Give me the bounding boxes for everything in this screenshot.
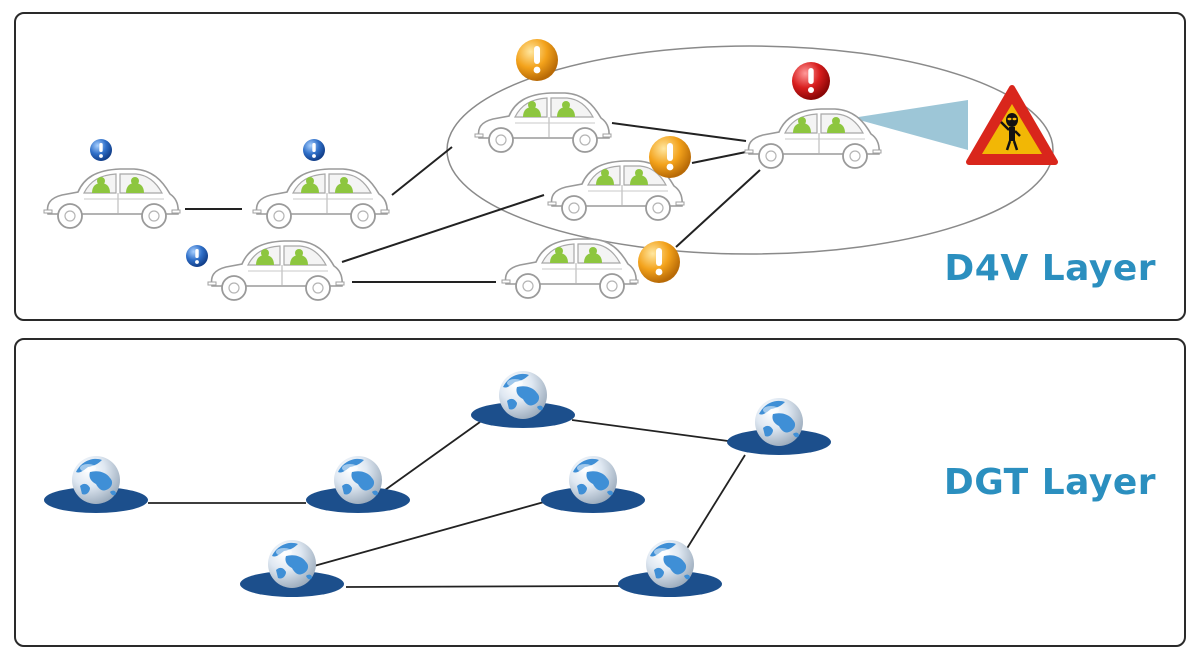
dgt-layer-label: DGT Layer bbox=[943, 462, 1156, 503]
exclamation-icon bbox=[792, 62, 830, 100]
detection-beam bbox=[852, 100, 968, 150]
car-icon bbox=[474, 92, 612, 153]
car-icon bbox=[207, 240, 345, 301]
exclamation-icon bbox=[186, 245, 208, 267]
car-icon bbox=[252, 168, 390, 229]
vehicle-links bbox=[185, 122, 761, 283]
globe-node-icon bbox=[471, 371, 575, 428]
alien-warning-sign-icon bbox=[966, 85, 1058, 165]
globe-node-icon bbox=[618, 540, 722, 597]
globe-node-icon bbox=[240, 540, 344, 597]
exclamation-icon bbox=[90, 139, 112, 161]
exclamation-icon bbox=[638, 241, 680, 283]
exclamation-icon bbox=[516, 39, 558, 81]
globe-node-icon bbox=[727, 398, 831, 455]
globe-node-icon bbox=[541, 456, 645, 513]
car-icon bbox=[501, 238, 639, 299]
node-links bbox=[148, 419, 746, 588]
car-icon bbox=[43, 168, 181, 229]
exclamation-icon bbox=[649, 136, 691, 178]
d4v-layer-label: D4V Layer bbox=[944, 248, 1156, 289]
globe-node-icon bbox=[44, 456, 148, 513]
globe-node-icon bbox=[306, 456, 410, 513]
exclamation-icon bbox=[303, 139, 325, 161]
